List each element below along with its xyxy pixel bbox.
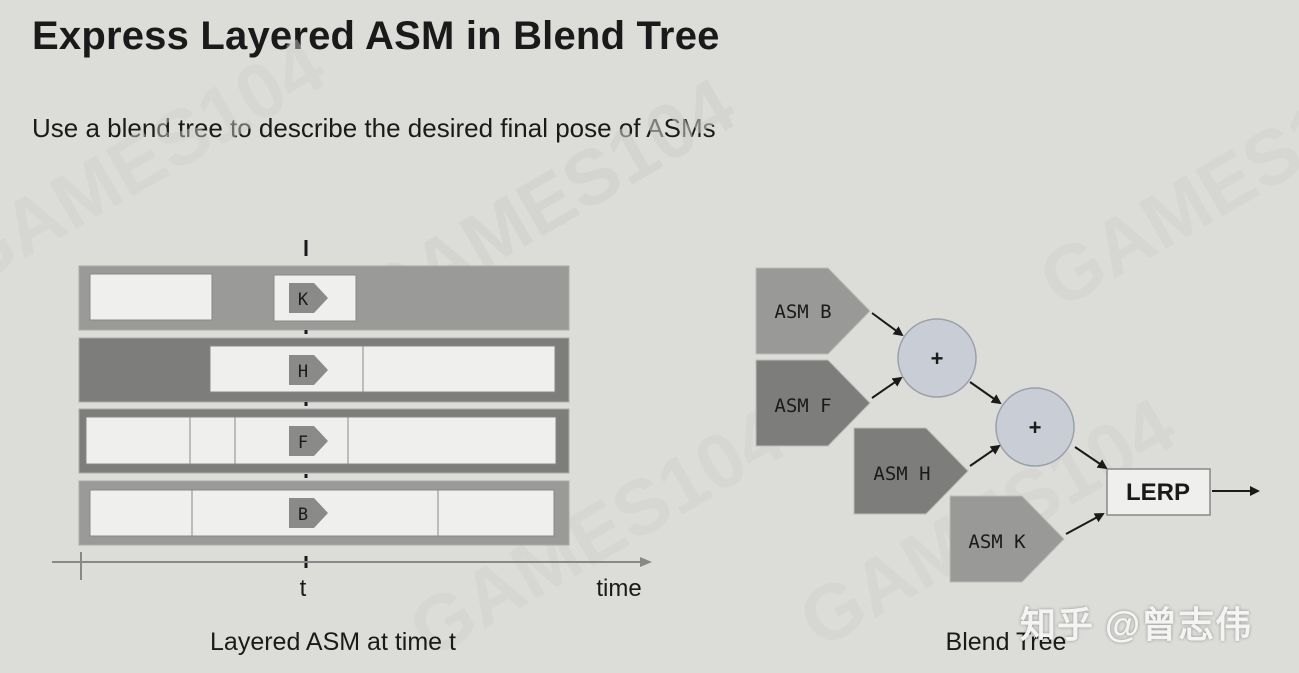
slide-subtitle: Use a blend tree to describe the desired… bbox=[32, 113, 716, 143]
layer-k: K bbox=[78, 265, 570, 331]
layer-marker-label: B bbox=[298, 505, 308, 525]
brand-watermark: 知乎 @曾志伟 bbox=[1020, 604, 1253, 645]
asm-h-label: ASM H bbox=[873, 463, 930, 485]
add-node-2-label: + bbox=[1029, 415, 1042, 440]
layer-marker-label: K bbox=[298, 290, 309, 310]
asm-k-label: ASM K bbox=[968, 531, 1026, 553]
layer-marker-label: F bbox=[298, 433, 308, 453]
add-node-2 bbox=[995, 387, 1075, 467]
layer-marker-label: H bbox=[298, 362, 308, 382]
layer-marker-f bbox=[289, 426, 328, 456]
asm-f-label: ASM F bbox=[774, 395, 831, 417]
add-node-1-label: + bbox=[931, 346, 944, 371]
layered-asm: K H F B bbox=[52, 240, 652, 656]
blend-tree: ASM B ASM F ASM H ASM K + + LERP Blend T… bbox=[755, 267, 1260, 656]
add-node-1 bbox=[897, 318, 977, 398]
layer-marker-h bbox=[289, 355, 328, 385]
asm-f-node bbox=[755, 359, 871, 447]
asm-b-node bbox=[755, 267, 871, 355]
asm-h-node bbox=[853, 427, 969, 515]
layer-h: H bbox=[78, 337, 570, 403]
layer-b: B bbox=[78, 480, 570, 546]
edge-asm-f-to-add-1 bbox=[871, 376, 903, 399]
time-axis-label: time bbox=[596, 575, 641, 602]
edge-asm-b-to-add-1 bbox=[871, 312, 904, 337]
lerp-node bbox=[1106, 468, 1211, 516]
asm-k-node bbox=[949, 495, 1065, 583]
blend-tree-caption: Blend Tree bbox=[946, 628, 1067, 656]
layered-asm-caption: Layered ASM at time t bbox=[210, 628, 456, 656]
layer-marker-b bbox=[289, 498, 328, 528]
asm-b-label: ASM B bbox=[774, 301, 831, 323]
layer-marker-k bbox=[289, 283, 328, 313]
edge-add-1-to-add-2 bbox=[969, 381, 1002, 405]
lerp-node-label: LERP bbox=[1126, 479, 1190, 506]
slide-title: Express Layered ASM in Blend Tree bbox=[32, 14, 720, 58]
time-marker-label: t bbox=[300, 575, 307, 602]
edge-asm-h-to-add-2 bbox=[969, 444, 1001, 467]
edge-asm-k-to-lerp bbox=[1065, 513, 1105, 535]
layer-f: F bbox=[78, 408, 570, 474]
edge-add-2-to-lerp bbox=[1074, 446, 1108, 470]
